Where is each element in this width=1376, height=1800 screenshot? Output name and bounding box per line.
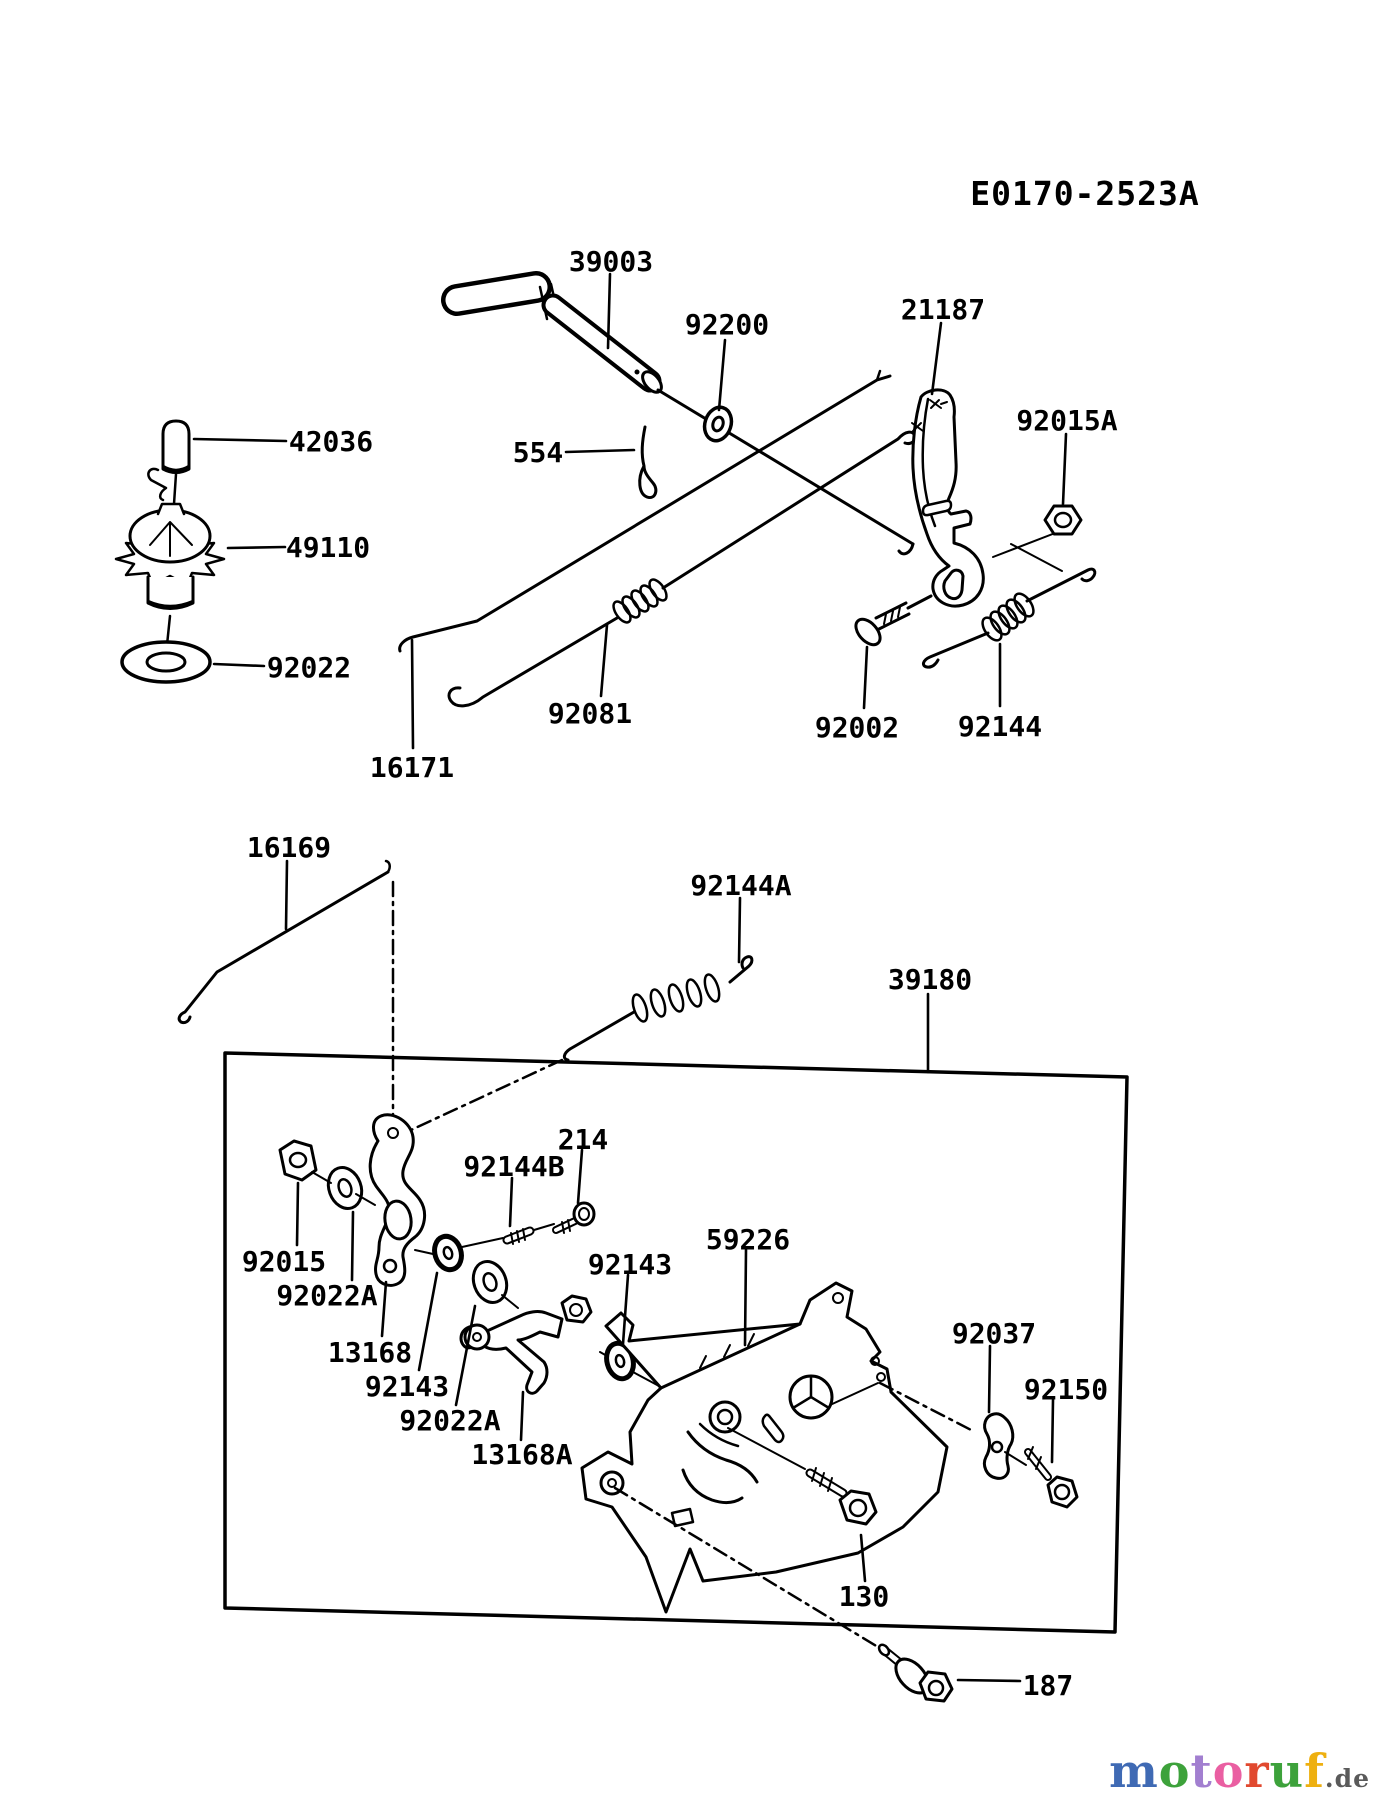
part-label-92150: 92150 [1024,1373,1108,1406]
part-92015a-nut [1043,504,1083,536]
part-label-92022a-1: 92022A [276,1279,377,1312]
part-16171-rod [398,369,892,653]
part-label-92002: 92002 [815,711,899,744]
part-label-92200: 92200 [685,308,769,341]
watermark-letter: o [1212,1744,1245,1798]
watermark-suffix: .de [1324,1764,1370,1793]
part-label-92022a-2: 92022A [399,1404,500,1437]
watermark-letter: u [1269,1744,1305,1798]
part-label-92143-2: 92143 [588,1248,672,1281]
part-label-92144: 92144 [958,710,1042,743]
part-label-16171: 16171 [370,751,454,784]
part-label-13168a: 13168A [471,1438,572,1471]
part-92037-clamp [982,1412,1015,1480]
part-13168-lever [368,1113,427,1287]
part-label-16169: 16169 [247,831,331,864]
part-92144a-spring [562,955,754,1062]
part-label-92022: 92022 [267,651,351,684]
part-label-59226: 59226 [706,1223,790,1256]
part-label-39003: 39003 [569,245,653,278]
part-39180-panel-box [223,1051,1129,1634]
part-42036-pin [147,419,191,506]
part-92022a-washer-lower [471,1260,509,1304]
part-554-cotter-pin [638,425,658,500]
part-92022a-washer-upper [326,1166,364,1210]
part-13168a-lever [459,1294,593,1395]
part-label-92015: 92015 [242,1245,326,1278]
part-label-92143-1: 92143 [365,1370,449,1403]
part-21187-bracket [911,388,1064,608]
part-92143-washer-left [432,1233,464,1273]
part-label-92015a: 92015A [1016,404,1117,437]
part-187-bolt [877,1643,954,1703]
centerline-plate-to-clamp-92037 [878,1381,977,1434]
part-label-92037: 92037 [952,1317,1036,1350]
part-16169-rod [177,859,391,1025]
part-label-13168: 13168 [328,1336,412,1369]
part-39003-control-lever [441,271,915,556]
watermark-letter: m [1109,1744,1159,1798]
part-92150-bolt [1024,1446,1079,1509]
part-label-49110: 49110 [286,531,370,564]
watermark-letter: o [1158,1744,1191,1798]
watermark-letter: r [1244,1744,1270,1798]
part-label-130: 130 [839,1580,890,1613]
part-92200-washer [702,405,734,443]
assembly-connector-lines [311,1171,1027,1470]
part-label-42036: 42036 [289,425,373,458]
part-label-92144b: 92144B [463,1150,564,1183]
centerline-plate-to-bolt-187 [613,1486,880,1649]
watermark-letter: f [1304,1744,1325,1798]
centerline-92144a-to-13168 [396,1058,564,1138]
part-label-92081: 92081 [548,697,632,730]
leader-lines [192,272,1068,1683]
diagram-code: E0170-2523A [970,174,1200,213]
watermark-letter: t [1190,1744,1213,1798]
part-label-92144a: 92144A [690,869,791,902]
part-92144-spring [921,567,1097,669]
part-92015-nut [278,1139,318,1182]
motoruf-watermark: motoruf.de [1109,1744,1370,1798]
part-130-bolt [805,1467,878,1526]
part-label-187: 187 [1023,1669,1074,1702]
part-label-214: 214 [558,1123,609,1156]
part-92002-bolt [854,594,933,647]
part-label-21187: 21187 [901,293,985,326]
part-92022-washer [120,640,212,684]
part-92144b-stud [502,1226,535,1245]
part-49110-governor-gear [114,502,226,647]
part-label-39180: 39180 [888,963,972,996]
part-214-screw [552,1201,596,1234]
part-92081-rod-spring [447,430,917,708]
part-label-554: 554 [513,436,564,469]
